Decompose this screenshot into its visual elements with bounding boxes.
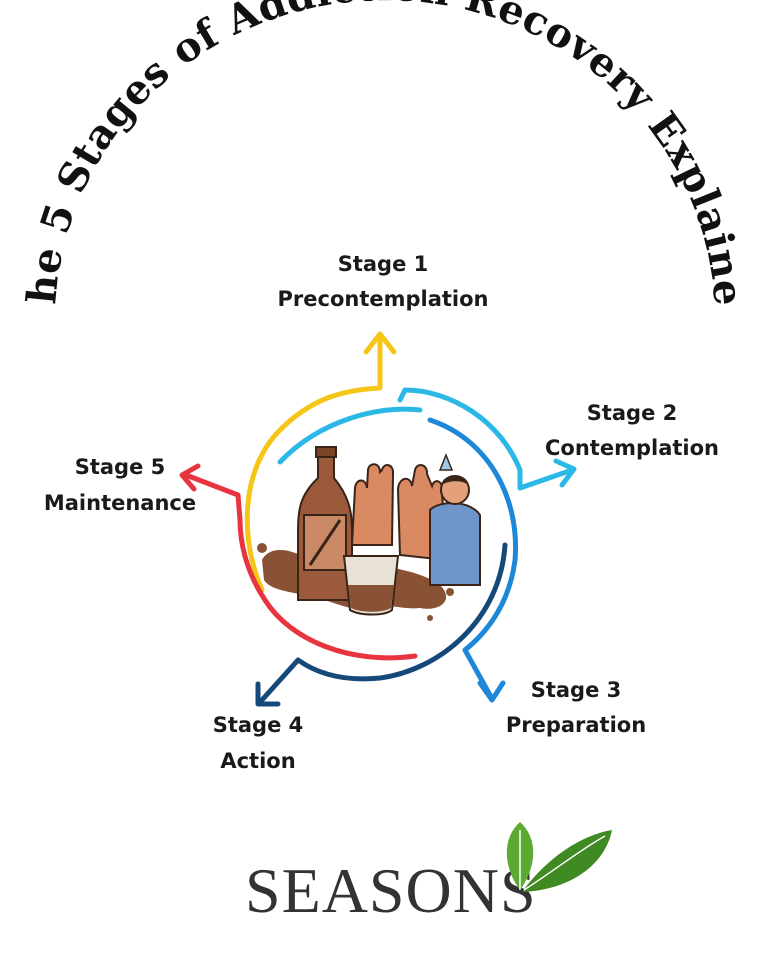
stage-2-arc xyxy=(397,387,575,491)
stage-5-label: Stage 5 Maintenance xyxy=(44,455,196,515)
stage-1-label: Stage 1 Precontemplation xyxy=(278,252,489,311)
svg-text:Stage 1: Stage 1 xyxy=(338,252,429,276)
svg-text:Stage 2: Stage 2 xyxy=(587,401,678,425)
logo-text: SEASONS xyxy=(245,855,537,926)
stage-1-arrowhead xyxy=(363,331,397,355)
stage-5-arc xyxy=(183,472,418,661)
stage-5-arrowhead xyxy=(179,463,201,492)
stage-4-arrowhead xyxy=(255,681,281,707)
svg-text:Maintenance: Maintenance xyxy=(44,491,196,515)
svg-text:Stage 4: Stage 4 xyxy=(213,713,304,737)
seasons-logo: SEASONS xyxy=(245,822,612,926)
stage-1-arc xyxy=(244,337,383,593)
cycle-diagram xyxy=(179,331,577,707)
svg-text:Stage 5: Stage 5 xyxy=(75,455,166,479)
stage-2-label: Stage 2 Contemplation xyxy=(545,401,719,460)
svg-text:Action: Action xyxy=(220,749,295,773)
leaf-icon xyxy=(506,822,612,892)
stage-4-arc xyxy=(259,542,508,703)
stage-4-label: Stage 4 Action xyxy=(213,713,304,773)
stage-2-arrowhead xyxy=(553,458,577,488)
svg-text:Precontemplation: Precontemplation xyxy=(278,287,489,311)
stage-3-arc xyxy=(427,417,519,698)
svg-text:Preparation: Preparation xyxy=(506,713,646,737)
svg-text:Contemplation: Contemplation xyxy=(545,436,719,460)
stage-3-label: Stage 3 Preparation xyxy=(506,678,646,737)
hands-stop-alcohol-icon xyxy=(257,446,481,621)
stage-2-inner-arc xyxy=(277,406,423,465)
svg-text:Stage 3: Stage 3 xyxy=(531,678,622,702)
stage-3-arrowhead xyxy=(477,680,506,703)
